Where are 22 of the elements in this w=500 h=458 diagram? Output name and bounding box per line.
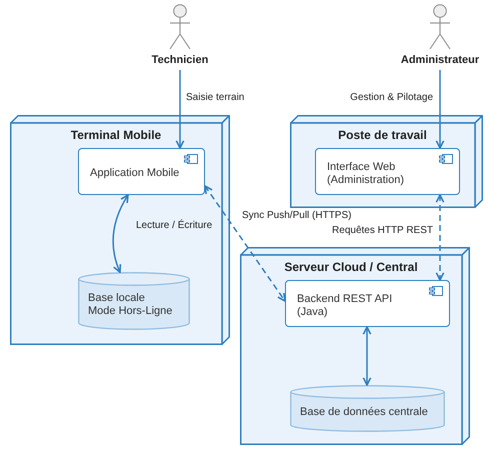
component-box	[315, 148, 460, 195]
database-label: Base de données centrale	[300, 406, 428, 419]
node-title: Poste de travail	[338, 128, 427, 142]
database-label: Base locale Mode Hors-Ligne	[88, 292, 174, 318]
arrow	[112, 194, 129, 274]
edge-label: Gestion & Pilotage	[348, 92, 435, 104]
arrow	[436, 70, 444, 149]
edge-label: Sync Push/Pull (HTTPS)	[240, 210, 354, 222]
actor-label: Technicien	[152, 54, 208, 67]
arrow	[176, 70, 184, 149]
component-label: Interface Web (Administration)	[327, 160, 406, 186]
component-label: Application Mobile	[90, 167, 180, 180]
arrow	[436, 194, 444, 281]
node-title: Serveur Cloud / Central	[284, 260, 418, 274]
arrow	[204, 185, 286, 302]
component-box	[78, 148, 205, 195]
arrow	[362, 326, 372, 386]
edge-label: Requêtes HTTP REST	[330, 225, 435, 237]
component-label: Backend REST API (Java)	[297, 292, 394, 318]
node-title: Terminal Mobile	[70, 128, 162, 142]
component-box	[285, 280, 450, 327]
actor-label: Administrateur	[400, 54, 480, 67]
